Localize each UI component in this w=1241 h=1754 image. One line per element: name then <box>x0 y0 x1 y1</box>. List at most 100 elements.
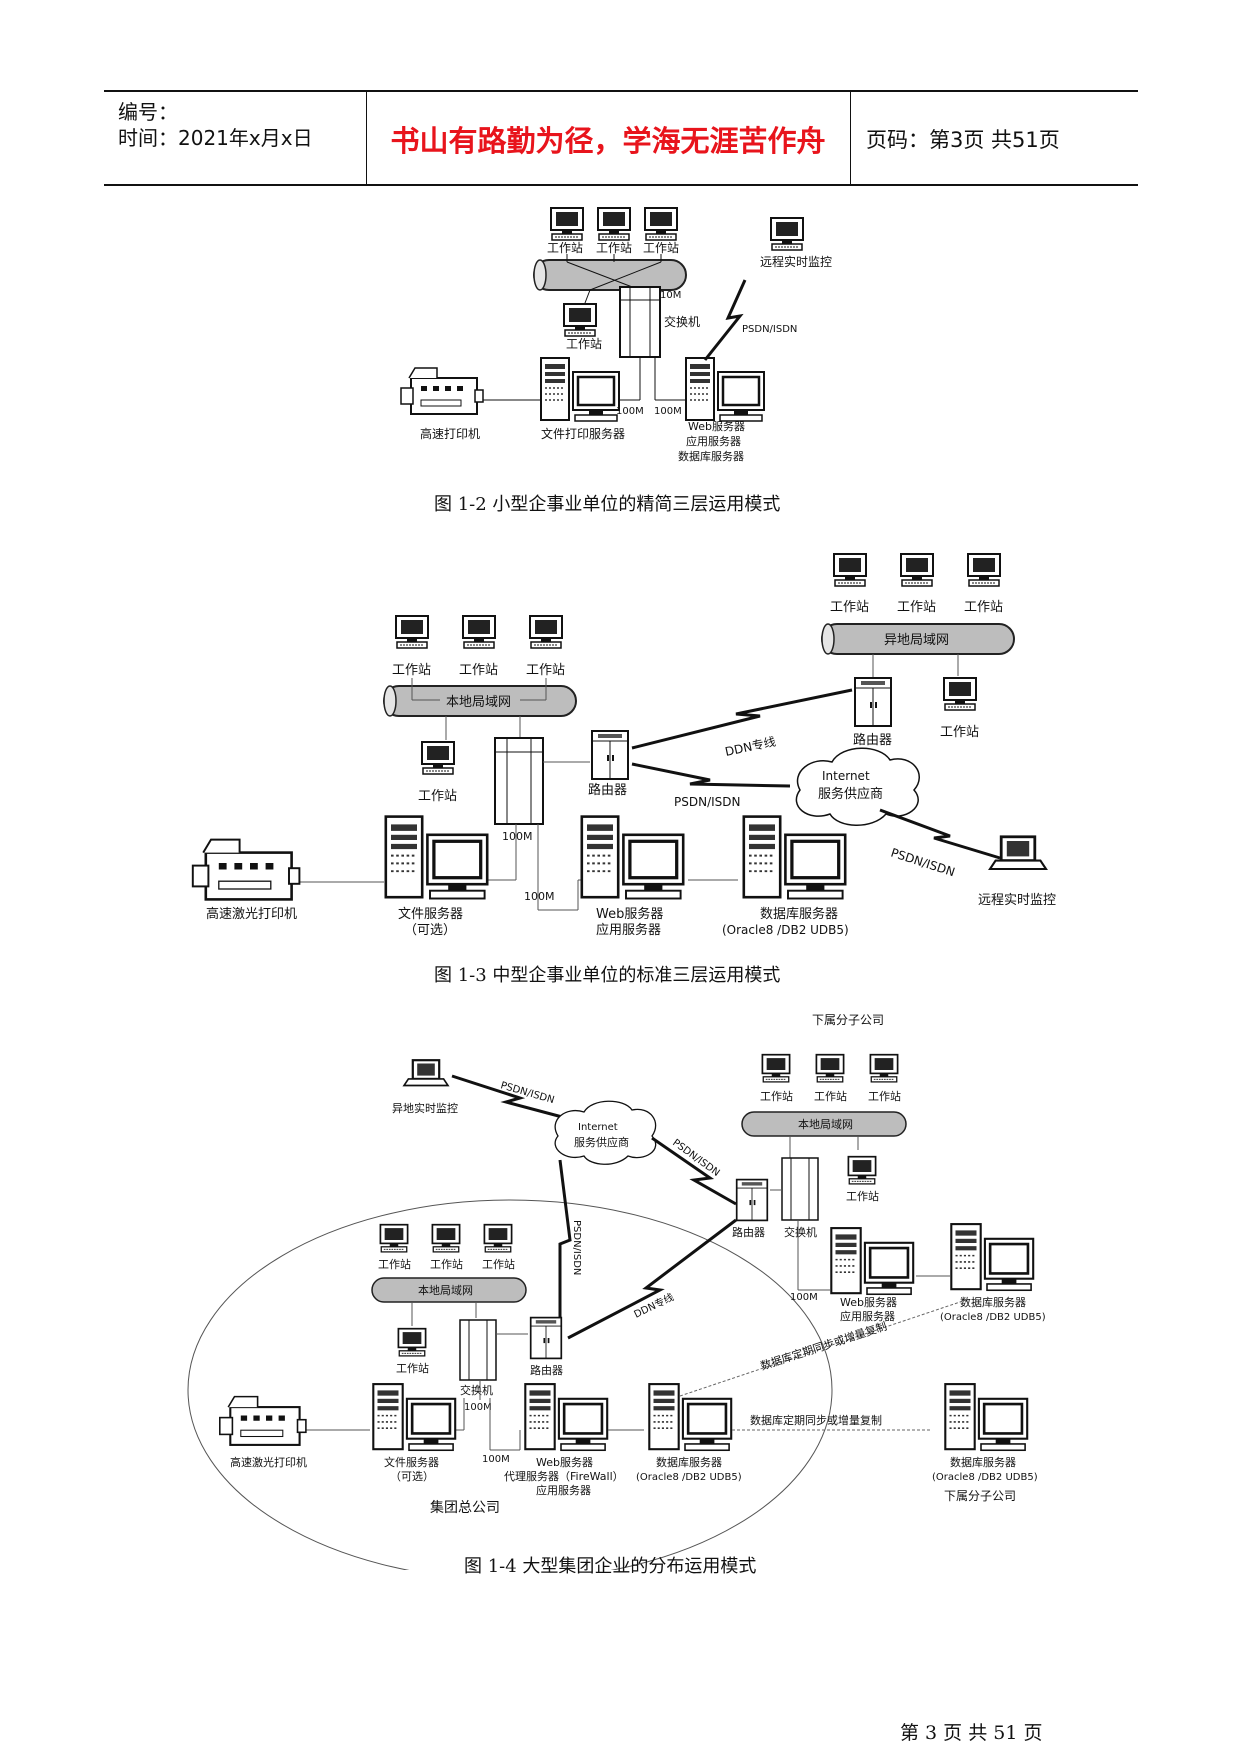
internet-cloud-icon <box>554 1100 657 1165</box>
ws-label-g: 工作站 <box>964 600 1003 615</box>
sub-web-server-icon <box>829 1226 915 1296</box>
sub-switch-icon <box>781 1157 819 1221</box>
remote-monitor-icon <box>402 1059 450 1087</box>
workstation-icon <box>815 1053 845 1083</box>
ws-label-3: 工作站 <box>643 241 679 255</box>
internet-label: Internet <box>578 1122 618 1133</box>
bw-100m-label-a: 100M <box>616 406 644 417</box>
sub-router-icon <box>735 1178 769 1222</box>
web-server-icon <box>580 814 685 901</box>
sync-label-a: 数据库定期同步或增量复制 <box>759 1319 889 1373</box>
sub-app-server-label: 应用服务器 <box>840 1309 895 1323</box>
figure-1-3: 本地局域网 工作站 工作站 工作站 工作站 路由器 100M 100M 文件服务… <box>191 553 1056 938</box>
ws-label-e: 工作站 <box>830 600 869 615</box>
ws-label-c: 工作站 <box>526 663 565 678</box>
sub2-db-server-icon <box>943 1382 1029 1452</box>
workstation-icon <box>395 615 429 649</box>
hq-router-label: 路由器 <box>530 1363 563 1377</box>
sub2-db-types-label: (Oracle8 /DB2 UDB5) <box>932 1472 1038 1483</box>
switch-icon <box>619 286 661 358</box>
hq-app-server-label: 应用服务器 <box>536 1483 591 1497</box>
ws-label-h2: 工作站 <box>430 1257 463 1271</box>
workstation-icon <box>943 677 977 711</box>
ws-label-s1: 工作站 <box>760 1089 793 1103</box>
ws-label-s4: 工作站 <box>846 1189 879 1203</box>
psdn-label-b: PSDN/ISDN <box>670 1138 721 1179</box>
hq-router-icon <box>529 1316 563 1360</box>
workstation-icon <box>421 741 455 775</box>
sub-lan-bus <box>741 1111 907 1137</box>
hq-web-server-icon <box>523 1382 609 1452</box>
remote-label: 异地实时监控 <box>392 1101 458 1115</box>
ws-label-1: 工作站 <box>547 241 583 255</box>
figure-1-4: 下属分子公司 集团总公司 本地局域网 工作站 工作站 工作站 交换机 路由器 工… <box>187 1013 1046 1570</box>
web-server-label: Web服务器 <box>596 906 663 922</box>
workstation-icon <box>431 1223 461 1253</box>
ws-label-s2: 工作站 <box>814 1089 847 1103</box>
internet-cloud-icon <box>795 747 920 826</box>
workstation-icon <box>833 553 867 587</box>
file-server-label: 文件服务器 <box>398 906 463 922</box>
psdn-label: PSDN/ISDN <box>742 324 797 335</box>
workstation-icon <box>462 615 496 649</box>
sub-db-server-label: 数据库服务器 <box>960 1295 1026 1309</box>
router-label-remote: 路由器 <box>853 732 892 748</box>
sub-router-label: 路由器 <box>732 1225 765 1239</box>
printer-label: 高速打印机 <box>420 426 480 441</box>
remote-lan-label: 异地局域网 <box>884 633 949 648</box>
caption-1-3: 图 1-3 中型企事业单位的标准三层运用模式 <box>434 965 781 986</box>
isp-label: 服务供应商 <box>818 786 883 802</box>
page-footer: 第 3 页 共 51 页 <box>900 1722 1043 1744</box>
page-header: 编号： 时间：2021年x月x日 书山有路勤为径，学海无涯苦作舟 页码：第3页 … <box>104 90 1138 186</box>
workstation-icon <box>869 1053 899 1083</box>
db-types-label: (Oracle8 /DB2 UDB5) <box>722 923 849 937</box>
hq-file-server-icon <box>371 1382 457 1452</box>
hq-label: 集团总公司 <box>430 1499 500 1516</box>
bw-100m-label-b: 100M <box>524 890 555 903</box>
isp-label: 服务供应商 <box>574 1135 629 1149</box>
sub-switch-label: 交换机 <box>784 1225 817 1239</box>
web-server-label: Web服务器 <box>688 420 745 433</box>
db-server-icon <box>742 814 847 901</box>
header-meta-cell: 编号： 时间：2021年x月x日 <box>104 92 367 184</box>
psdn-label-a: PSDN/ISDN <box>674 795 741 809</box>
router-icon <box>591 730 629 780</box>
file-server-optional: （可选） <box>404 923 456 938</box>
switch-label: 交换机 <box>664 314 700 329</box>
subsidiary-bottom-label: 下属分子公司 <box>944 1489 1016 1503</box>
doc-number-label: 编号： <box>118 100 178 124</box>
hq-proxy-server-label: 代理服务器（FireWall） <box>504 1470 624 1483</box>
hq-boundary <box>187 1199 833 1570</box>
sub-web-server-label: Web服务器 <box>840 1296 897 1309</box>
lan-bus <box>533 259 687 291</box>
ws-label-f: 工作站 <box>897 600 936 615</box>
bw-100m-label-b: 100M <box>654 406 682 417</box>
remote-label: 远程实时监控 <box>760 254 832 269</box>
file-print-server-label: 文件打印服务器 <box>541 426 625 441</box>
ws-label-d: 工作站 <box>418 789 457 804</box>
workstation-icon <box>529 615 563 649</box>
workstation-icon <box>379 1223 409 1253</box>
workstation-icon <box>550 207 584 241</box>
app-server-label: 应用服务器 <box>686 434 741 448</box>
hq-switch-label: 交换机 <box>460 1383 493 1397</box>
workstation-icon <box>483 1223 513 1253</box>
internet-label: Internet <box>822 769 870 783</box>
remote-monitor-icon <box>770 217 804 251</box>
printer-label: 高速激光打印机 <box>206 906 297 922</box>
workstation-icon <box>644 207 678 241</box>
hq-bw-100m-label-b: 100M <box>482 1454 510 1465</box>
db-server-label: 数据库服务器 <box>678 449 744 463</box>
sub2-db-server-label: 数据库服务器 <box>950 1455 1016 1469</box>
remote-label: 远程实时监控 <box>978 893 1056 908</box>
workstation-icon <box>847 1155 877 1185</box>
header-page-cell: 页码：第3页 共51页 <box>850 92 1138 184</box>
ddn-label: DDN专线 <box>724 734 777 759</box>
psdn-label-b: PSDN/ISDN <box>889 846 957 880</box>
hq-lan-bus <box>371 1277 527 1303</box>
workstation-icon <box>563 303 597 337</box>
sync-label-b: 数据库定期同步或增量复制 <box>750 1413 882 1427</box>
hq-bw-100m-label-a: 100M <box>464 1402 492 1413</box>
caption-1-4: 图 1-4 大型集团企业的分布运用模式 <box>464 1556 757 1577</box>
ws-label-a: 工作站 <box>392 663 431 678</box>
